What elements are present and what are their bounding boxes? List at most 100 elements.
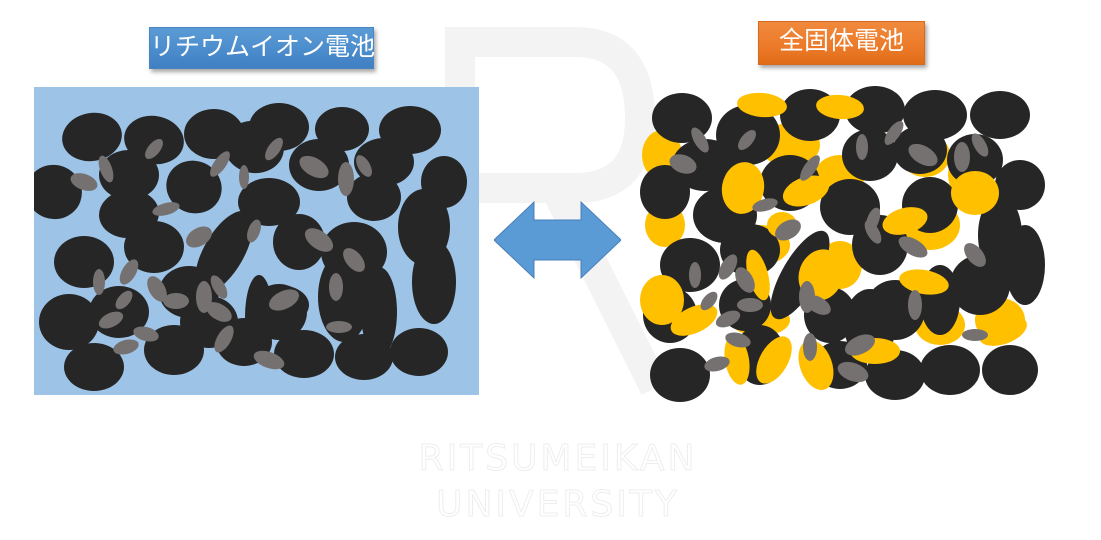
conductive-additive-particle	[715, 310, 741, 328]
arrow-shape	[494, 200, 621, 280]
solid-electrolyte-particle	[816, 94, 864, 120]
active-material-particle	[660, 238, 720, 292]
conductive-additive-particle	[845, 334, 875, 356]
conductive-additive-particle	[704, 356, 730, 372]
active-material-particle	[34, 164, 82, 220]
conductive-additive-particle	[133, 326, 159, 342]
conductive-additive-particle	[735, 267, 755, 293]
conductive-additive-particle	[338, 162, 354, 196]
conductive-additive-particle	[210, 151, 230, 177]
solid-electrolyte-particle	[782, 175, 830, 207]
conductive-additive-particle	[269, 289, 299, 311]
conductive-additive-particle	[884, 121, 904, 145]
conductive-additive-particle	[304, 228, 334, 252]
conductive-additive-particle	[326, 321, 352, 333]
conductive-additive-particle	[265, 137, 283, 161]
conductive-additive-particle	[971, 133, 989, 157]
active-material-particle	[99, 150, 159, 200]
conductive-additive-particle	[329, 273, 343, 301]
active-material-particle	[166, 160, 222, 214]
active-material-particle	[62, 112, 122, 162]
conductive-additive-particle	[689, 262, 701, 288]
active-material-particle	[144, 325, 204, 375]
solid-electrolyte-particle	[670, 304, 718, 336]
conductive-additive-particle	[898, 236, 928, 258]
conductive-additive-particle	[239, 165, 249, 189]
solid-electrolyte-particle	[724, 335, 750, 385]
conductive-additive-particle	[837, 361, 869, 383]
conductive-additive-particle	[737, 298, 763, 312]
active-material-particle	[650, 348, 710, 402]
active-material-particle	[315, 107, 369, 151]
solid-electrolyte-particle	[899, 269, 949, 295]
active-material-particle	[335, 334, 393, 380]
all-solid-state-battery-diagram	[640, 86, 1045, 402]
solid-electrolyte-particle	[640, 275, 684, 325]
solid-electrolyte-particle	[737, 92, 787, 118]
watermark-line1: RITSUMEIKAN	[419, 438, 698, 479]
conductive-additive-particle	[206, 302, 232, 322]
conductive-additive-particle	[113, 339, 139, 355]
conductive-additive-particle	[299, 155, 329, 179]
conductive-additive-particle	[70, 173, 98, 191]
active-material-particle	[640, 165, 690, 219]
conductive-additive-particle	[186, 226, 212, 248]
active-material-particle	[950, 255, 1010, 315]
conductive-additive-particle	[700, 291, 718, 311]
conductive-additive-particle	[964, 243, 986, 267]
active-material-particle	[842, 129, 898, 181]
conductive-additive-particle	[725, 332, 751, 348]
active-material-particle	[1005, 225, 1045, 305]
conductive-additive-particle	[908, 290, 922, 320]
active-material-particle	[845, 86, 905, 134]
conductive-additive-particle	[691, 127, 709, 153]
conductive-additive-particle	[214, 325, 234, 353]
double-headed-arrow-icon	[494, 200, 621, 280]
conductive-additive-particle	[115, 290, 133, 310]
active-material-particle	[920, 345, 980, 395]
conductive-additive-particle	[775, 219, 801, 241]
conductive-additive-particle	[803, 333, 817, 361]
conductive-additive-particle	[98, 155, 114, 183]
all-solid-state-battery-title: 全固体電池	[758, 21, 925, 65]
conductive-additive-particle	[669, 154, 697, 174]
conductive-additive-particle	[253, 350, 285, 370]
conductive-additive-particle	[119, 259, 139, 285]
active-material-particle	[195, 210, 253, 294]
conductive-additive-particle	[163, 293, 189, 309]
conductive-additive-particle	[908, 143, 938, 167]
active-material-particle	[318, 252, 370, 342]
active-material-particle	[390, 328, 448, 376]
active-material-particle	[54, 236, 114, 288]
active-material-particle	[970, 91, 1030, 139]
solid-electrolyte-particle	[882, 207, 928, 235]
conductive-additive-particle	[343, 248, 365, 272]
conductive-additive-particle	[93, 269, 105, 295]
conductive-additive-particle	[752, 198, 778, 212]
conductive-additive-particle	[210, 275, 228, 299]
conductive-additive-particle	[145, 139, 163, 159]
solid-electrolyte-particle	[979, 316, 1027, 346]
lithium-ion-battery-diagram	[34, 87, 479, 395]
solid-electrolyte-particle	[756, 336, 792, 384]
conductive-additive-particle	[152, 202, 180, 216]
lithium-ion-battery-title: リチウムイオン電池	[149, 27, 375, 69]
conductive-additive-particle	[954, 142, 970, 172]
conductive-additive-particle	[147, 276, 167, 302]
active-material-particle	[124, 221, 184, 273]
active-material-particle	[672, 139, 738, 191]
active-material-particle	[273, 214, 325, 270]
active-material-particle	[238, 178, 300, 226]
conductive-additive-particle	[247, 219, 261, 243]
conductive-additive-particle	[98, 311, 124, 329]
active-material-particle	[982, 345, 1038, 395]
conductive-additive-particle	[718, 254, 738, 280]
solid-electrolyte-particle	[721, 162, 765, 214]
conductive-additive-particle	[805, 295, 831, 315]
conductive-additive-particle	[864, 220, 882, 244]
conductive-additive-particle	[856, 134, 868, 160]
active-material-particle	[64, 343, 124, 391]
active-material-particle	[347, 173, 401, 221]
active-material-particle	[412, 240, 456, 324]
right-particles	[640, 86, 1045, 402]
